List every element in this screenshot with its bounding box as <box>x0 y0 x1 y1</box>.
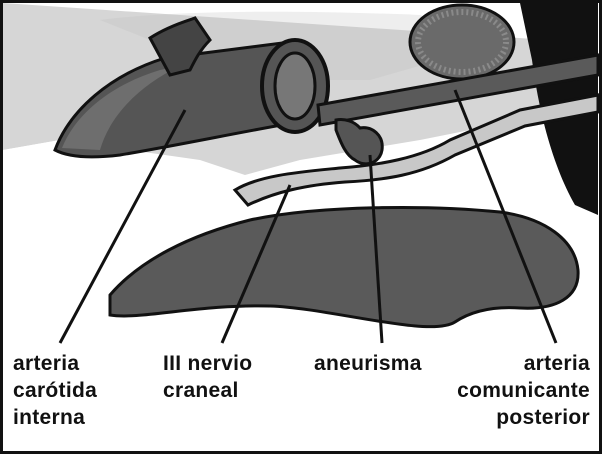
label-carotid-line-3: interna <box>13 404 97 431</box>
speckled-structure <box>410 5 514 79</box>
label-nerve-line-2: craneal <box>163 377 252 404</box>
carotid-lumen-inner <box>275 53 315 119</box>
label-nerve-line-1: III nervio <box>163 350 252 377</box>
label-pcom-line-1: arteria <box>457 350 590 377</box>
label-pcom-line-2: comunicante <box>457 377 590 404</box>
label-carotid: arteria carótida interna <box>13 350 97 431</box>
label-pcom-line-3: posterior <box>457 404 590 431</box>
label-aneurysm: aneurisma <box>314 350 422 377</box>
label-carotid-line-1: arteria <box>13 350 97 377</box>
label-carotid-line-2: carótida <box>13 377 97 404</box>
label-nerve: III nervio craneal <box>163 350 252 404</box>
label-aneurysm-line-1: aneurisma <box>314 350 422 377</box>
label-pcom: arteria comunicante posterior <box>457 350 590 431</box>
